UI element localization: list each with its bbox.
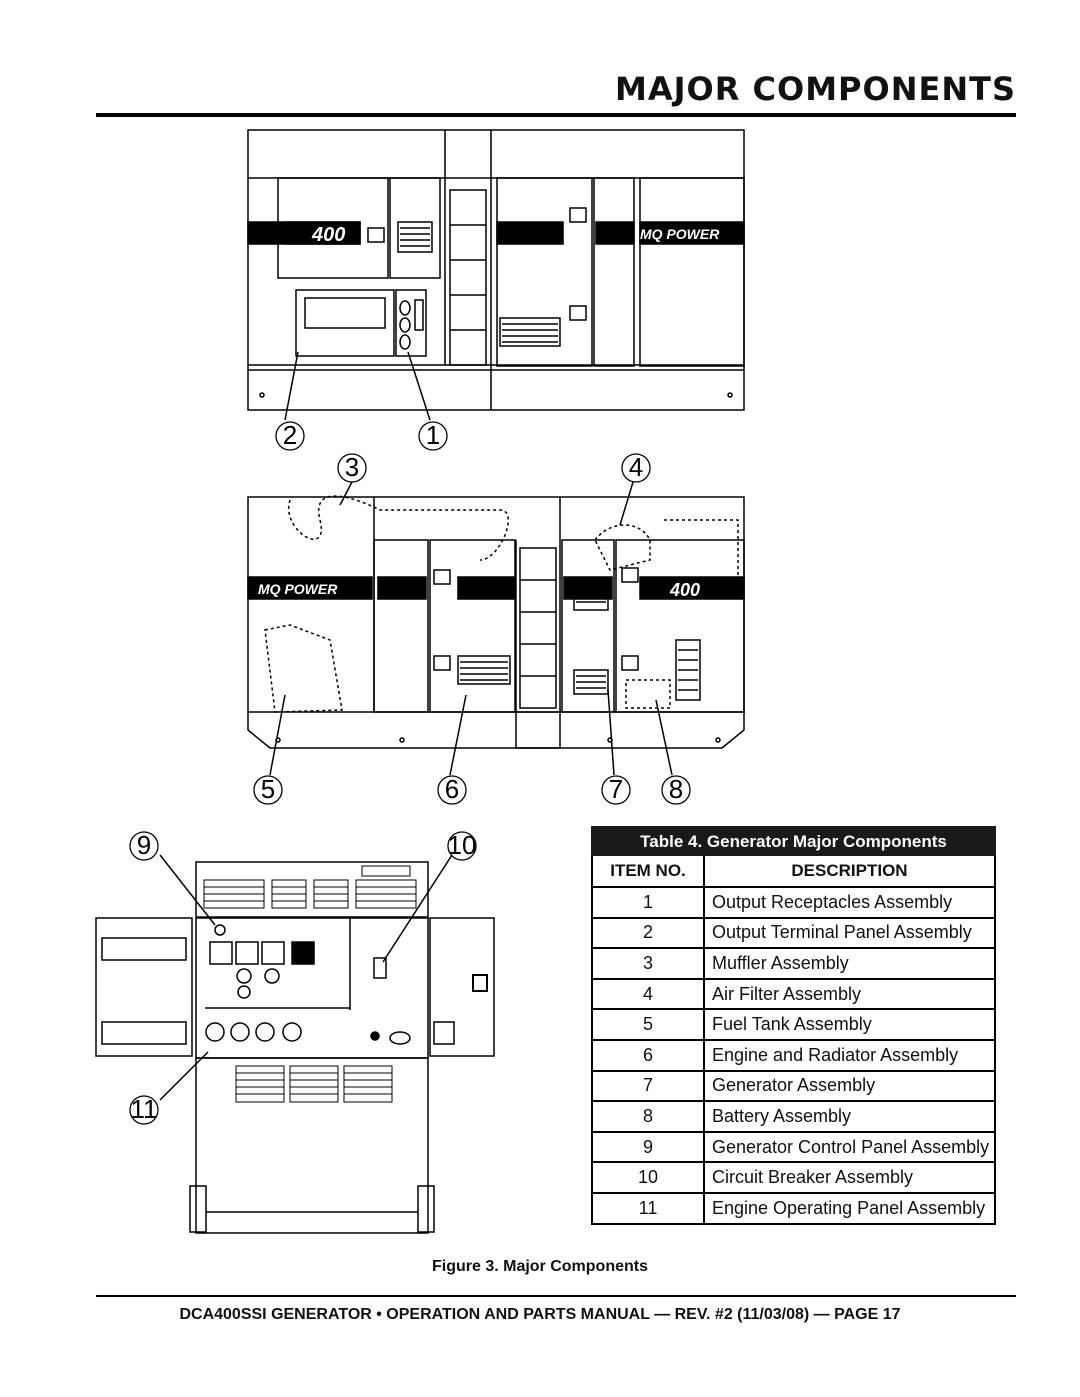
callout-11: 11 — [131, 1094, 158, 1124]
item-description: Fuel Tank Assembly — [703, 1008, 996, 1041]
callout-8: 8 — [669, 774, 683, 804]
header-description: DESCRIPTION — [703, 856, 996, 888]
callout-1: 1 — [426, 420, 440, 450]
model-label-1: 400 — [311, 224, 345, 246]
item-description: Air Filter Assembly — [703, 977, 996, 1011]
item-no: 1 — [591, 886, 705, 919]
item-no: 2 — [591, 916, 705, 950]
item-no: 10 — [591, 1161, 705, 1194]
item-no: 9 — [591, 1130, 705, 1164]
table-caption: Table 4. Generator Major Components — [591, 826, 996, 856]
callout-4: 4 — [629, 452, 643, 482]
svg-text:400: 400 — [669, 580, 700, 600]
item-description: Muffler Assembly — [703, 947, 996, 980]
header-item-no: ITEM NO. — [591, 856, 705, 888]
item-no: 8 — [591, 1100, 705, 1133]
major-components-figure: 400 MQ POWER MQ POWER 400 2 1 3 4 5 6 7 … — [95, 129, 745, 1234]
item-no: 3 — [591, 947, 705, 980]
item-no: 6 — [591, 1038, 705, 1072]
table-header-row: ITEM NO. DESCRIPTION — [591, 856, 996, 888]
callout-10: 10 — [448, 830, 477, 860]
svg-text:MQ POWER: MQ POWER — [258, 581, 338, 597]
svg-text:MQ POWER: MQ POWER — [640, 226, 720, 242]
item-description: Circuit Breaker Assembly — [703, 1161, 996, 1194]
item-no: 11 — [591, 1191, 705, 1225]
generator-side-view-2 — [247, 481, 745, 776]
item-no: 4 — [591, 977, 705, 1011]
item-description: Output Receptacles Assembly — [703, 886, 996, 919]
callout-9: 9 — [137, 830, 151, 860]
header-rule — [96, 113, 1016, 117]
item-description: Battery Assembly — [703, 1100, 996, 1133]
page-title: MAJOR COMPONENTS — [615, 70, 1016, 108]
item-description: Engine and Radiator Assembly — [703, 1038, 996, 1072]
item-description: Output Terminal Panel Assembly — [703, 916, 996, 950]
components-table: Table 4. Generator Major Components ITEM… — [591, 826, 996, 1225]
callout-5: 5 — [261, 774, 275, 804]
item-no: 7 — [591, 1069, 705, 1103]
figure-caption: Figure 3. Major Components — [431, 1258, 648, 1275]
item-description: Engine Operating Panel Assembly — [703, 1191, 996, 1225]
control-panel-view — [95, 854, 495, 1234]
item-description: Generator Control Panel Assembly — [703, 1130, 996, 1164]
item-no: 5 — [591, 1008, 705, 1041]
callout-3: 3 — [345, 452, 359, 482]
callout-7: 7 — [609, 774, 623, 804]
generator-side-view-1 — [247, 129, 745, 421]
callout-2: 2 — [283, 420, 297, 450]
item-description: Generator Assembly — [703, 1069, 996, 1103]
page-footer: DCA400SSI GENERATOR • OPERATION AND PART… — [179, 1306, 901, 1323]
callout-6: 6 — [445, 774, 459, 804]
footer-rule — [96, 1295, 1016, 1297]
